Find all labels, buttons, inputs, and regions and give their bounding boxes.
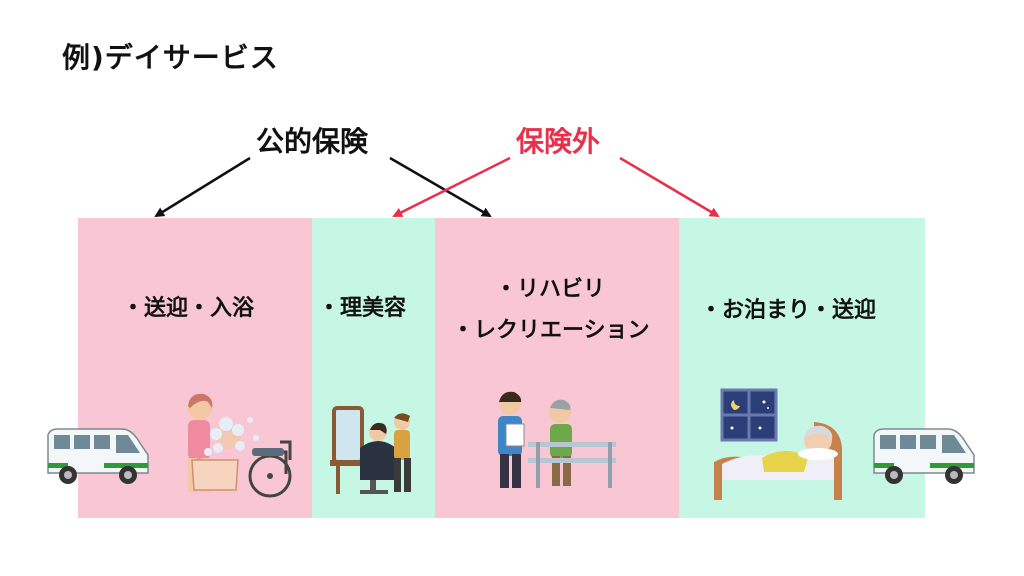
public-insurance-label: 公的保険	[256, 125, 369, 158]
rehabilitation-icon	[498, 391, 616, 488]
bathing-care-icon	[188, 393, 292, 498]
service-rehab: ・リハビリ	[495, 277, 606, 302]
barber-icon	[330, 406, 411, 494]
service-recreation: ・レクリエーション	[452, 318, 650, 343]
overnight-stay-icon	[714, 388, 842, 500]
page-title: 例)デイサービス	[62, 41, 279, 74]
van-right-icon	[873, 428, 975, 484]
service-transport-bathing: ・送迎・入浴	[122, 296, 255, 321]
arrow-outside-right	[619, 156, 720, 218]
arrow-outside-left	[392, 156, 511, 218]
service-overnight-transport: ・お泊まり・送迎	[700, 298, 877, 323]
service-barber: ・理美容	[318, 296, 407, 321]
van-left-icon	[47, 428, 149, 484]
arrow-public-right	[389, 156, 492, 218]
non-insurance-label: 保険外	[516, 125, 601, 158]
arrow-public-left	[154, 156, 251, 218]
